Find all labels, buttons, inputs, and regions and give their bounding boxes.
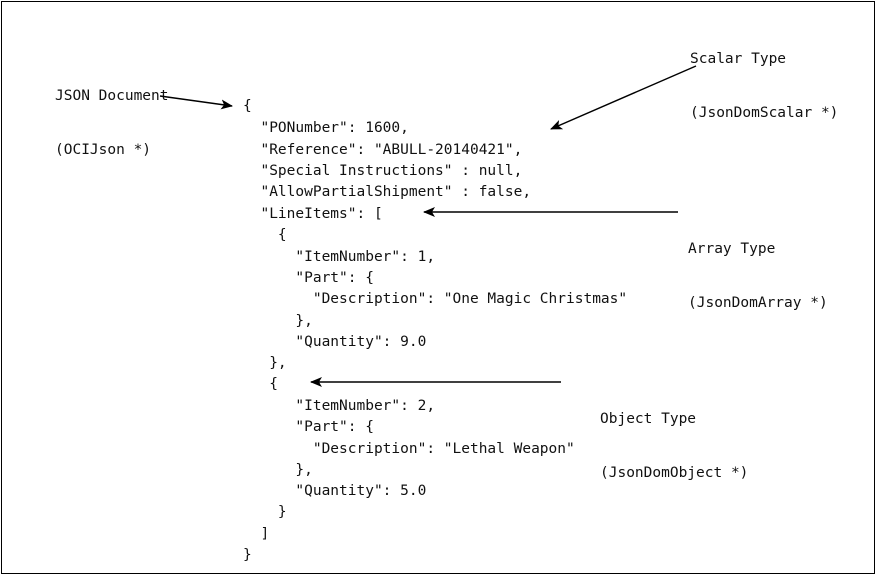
- code-line: "LineItems": [: [243, 206, 383, 222]
- json-document-label: JSON Document (OCIJson *): [55, 88, 169, 158]
- code-line: },: [243, 313, 313, 329]
- code-line: "Quantity": 5.0: [243, 483, 427, 499]
- code-line: "PONumber": 1600,: [243, 120, 409, 136]
- code-line: "Part": {: [243, 419, 374, 435]
- code-line: {: [243, 376, 278, 392]
- code-line: {: [243, 98, 252, 114]
- code-line: "ItemNumber": 1,: [243, 249, 436, 265]
- code-line: },: [243, 462, 313, 478]
- code-line: "Reference": "ABULL-20140421",: [243, 142, 523, 158]
- json-document-arrow: [159, 95, 233, 110]
- code-line: "Description": "One Magic Christmas": [243, 291, 628, 307]
- object-type-label: Object Type (JsonDomObject *): [600, 411, 749, 481]
- code-line: },: [243, 355, 287, 371]
- array-type-label: Array Type (JsonDomArray *): [688, 241, 828, 311]
- code-line: }: [243, 547, 252, 563]
- code-line: ]: [243, 526, 270, 542]
- scalar-type-arrow: [550, 65, 697, 130]
- code-line: {: [243, 227, 287, 243]
- code-line: "Description": "Lethal Weapon": [243, 441, 575, 457]
- code-line: "Special Instructions" : null,: [243, 163, 523, 179]
- code-line: "Part": {: [243, 270, 374, 286]
- code-line: }: [243, 504, 287, 520]
- scalar-type-label: Scalar Type (JsonDomScalar *): [690, 51, 839, 121]
- code-line: "Quantity": 9.0: [243, 334, 427, 350]
- code-line: "AllowPartialShipment" : false,: [243, 184, 532, 200]
- code-line: "ItemNumber": 2,: [243, 398, 436, 414]
